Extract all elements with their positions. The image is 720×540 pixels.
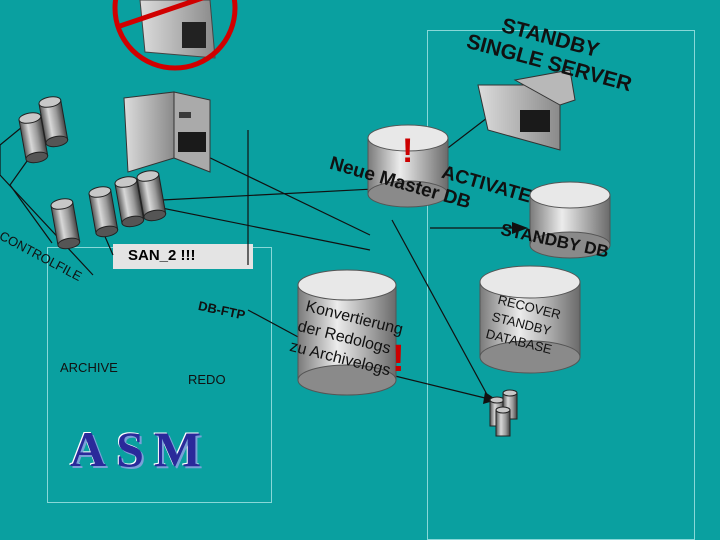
master-db-icon — [367, 124, 449, 208]
exclamation-master: ! — [402, 132, 414, 170]
konvertierung-db-icon — [297, 269, 397, 396]
production-server-icon — [123, 91, 211, 173]
san-label: SAN_2 !!! — [128, 247, 196, 264]
exclamation-konvertierung: ! — [392, 338, 405, 380]
asm-title: ASM — [70, 421, 212, 477]
archive-label: ARCHIVE — [60, 360, 118, 375]
standby-server-icon — [477, 69, 576, 151]
redo-label: REDO — [188, 372, 226, 387]
decommissioned-server-icon — [112, 0, 238, 71]
san-label-box — [113, 244, 253, 269]
disk-icons — [18, 96, 518, 437]
standby-db-icon — [529, 181, 611, 259]
recover-db-icon — [479, 265, 581, 374]
